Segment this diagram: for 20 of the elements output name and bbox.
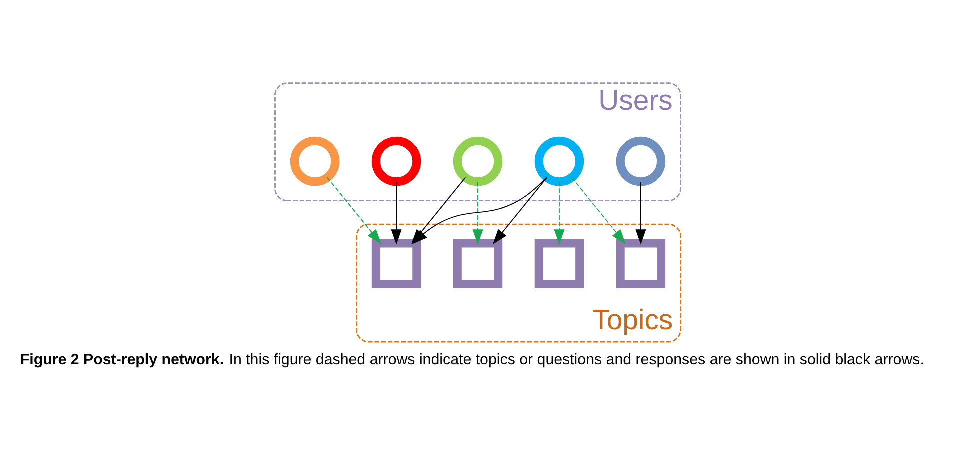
- node-circle: [453, 136, 503, 186]
- node-circle: [534, 136, 584, 186]
- node-circle: [616, 136, 666, 186]
- cluster: Users: [274, 82, 682, 202]
- node-box: [534, 239, 584, 288]
- node-circle: [372, 136, 422, 186]
- arrow: [492, 177, 548, 244]
- node-box: [616, 239, 666, 288]
- caption: Figure 2 Post-reply network. In this figure dashed arrows indicate topics or questions and responses are shown in solid black arrows.: [20, 352, 924, 369]
- node-box: [372, 239, 422, 288]
- arrow: [326, 177, 382, 244]
- arrow: [472, 182, 484, 245]
- arrow: [391, 182, 402, 245]
- arrow: [554, 182, 565, 245]
- arrow: [412, 177, 547, 244]
- node-circle: [290, 136, 340, 186]
- node-box: [453, 239, 503, 288]
- arrow: [571, 177, 626, 244]
- cluster: Topics: [356, 224, 682, 343]
- arrow: [636, 182, 646, 245]
